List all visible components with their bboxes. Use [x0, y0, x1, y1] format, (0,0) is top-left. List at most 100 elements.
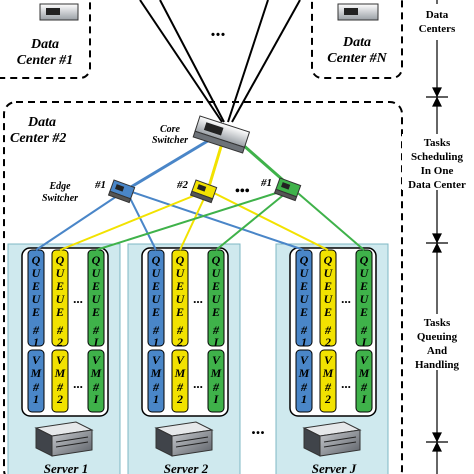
queue-letter: U — [300, 266, 310, 280]
core-switch[interactable] — [192, 115, 251, 154]
queue-letter: E — [299, 279, 308, 293]
side-label-bottom-4: Handling — [415, 359, 460, 371]
queue-letter: U — [176, 266, 186, 280]
data-center-1-box: Data Center #1 — [0, 0, 91, 79]
server-name: Server 1 — [44, 461, 88, 474]
edge-switch[interactable]: #2 — [176, 179, 218, 204]
queue-letter: Q — [300, 253, 309, 267]
vm-letter: V — [32, 353, 41, 367]
side-label-top-1: Data — [426, 9, 449, 21]
queue-index: # — [212, 323, 220, 337]
core-switch-label-line2: Switcher — [152, 135, 188, 146]
server-name: Server J — [312, 461, 357, 474]
vm-letter: M — [210, 366, 222, 380]
vm-index: # — [92, 380, 100, 394]
queue-letter: Q — [32, 253, 41, 267]
side-label-bottom-3: And — [427, 345, 447, 357]
vm-letter: M — [30, 366, 42, 380]
right-side-labels: Data Centers Tasks Scheduling In One Dat… — [402, 4, 472, 371]
queue-index: 1 — [33, 335, 39, 349]
edge-switch[interactable]: #1 — [260, 177, 302, 202]
vm-letter: V — [56, 353, 65, 367]
queue-index: 1 — [301, 335, 307, 349]
vm-letter: V — [152, 353, 161, 367]
switch-icon — [337, 3, 379, 21]
vm-letter: M — [298, 366, 310, 380]
queue-letter: Q — [56, 253, 65, 267]
data-center-1-label-line2: Center #1 — [17, 53, 73, 68]
queue-letter: E — [151, 279, 160, 293]
vm-index: # — [56, 380, 64, 394]
edge-queue-link — [207, 189, 329, 251]
vm-index: # — [32, 380, 40, 394]
edge-switch[interactable]: #1 — [94, 179, 136, 204]
queue-index: # — [92, 323, 100, 337]
queue-letter: E — [55, 279, 64, 293]
server-panel: QUEUE#1VM#1QUEUE#2VM#2QUEUE#IVM#I......S… — [7, 243, 121, 474]
queue-index: # — [360, 323, 368, 337]
edge-switch-tag: #1 — [260, 177, 272, 189]
queue-letter: E — [91, 305, 100, 319]
side-label-bottom-2: Queuing — [417, 331, 458, 343]
queue-letter: E — [323, 305, 332, 319]
server-icon[interactable] — [154, 421, 214, 457]
queue-letter: E — [323, 279, 332, 293]
core-switch-label-line1: Core — [160, 124, 181, 135]
data-center-2-label-line1: Data — [27, 115, 56, 130]
edge-queue-link — [291, 187, 365, 251]
side-label-mid-2: Scheduling — [411, 151, 463, 163]
queue-letter: U — [56, 292, 66, 306]
queue-letter: Q — [324, 253, 333, 267]
server-icon[interactable] — [302, 421, 362, 457]
vm-letter: V — [92, 353, 101, 367]
queue-letter: U — [212, 266, 222, 280]
vm-index: 2 — [56, 392, 63, 406]
queue-letter: Q — [212, 253, 221, 267]
side-label-mid-4: Data Center — [408, 179, 466, 191]
data-centers-ellipsis: ... — [211, 19, 226, 41]
vm-index: I — [361, 392, 368, 406]
queue-letter: E — [55, 305, 64, 319]
data-center-2-label-line2: Center #2 — [10, 131, 66, 146]
vm-ellipsis: ... — [193, 376, 203, 391]
queue-letter: U — [56, 266, 66, 280]
queue-letter: E — [175, 305, 184, 319]
vm-letter: V — [300, 353, 309, 367]
vm-letter: M — [90, 366, 102, 380]
vm-letter: V — [324, 353, 333, 367]
queue-letter: U — [152, 266, 162, 280]
queue-letter: E — [211, 279, 220, 293]
queue-letter: U — [324, 266, 334, 280]
vm-ellipsis: ... — [73, 376, 83, 391]
queue-index: I — [213, 335, 220, 349]
queue-index: 1 — [153, 335, 159, 349]
queue-index: I — [93, 335, 100, 349]
queue-index: # — [300, 323, 308, 337]
queue-letter: E — [31, 279, 40, 293]
queue-letter: E — [91, 279, 100, 293]
vm-index: # — [212, 380, 220, 394]
queue-index: 2 — [324, 335, 331, 349]
queue-index: # — [324, 323, 332, 337]
side-label-mid-1: Tasks — [424, 137, 451, 149]
switch-icon — [39, 3, 79, 21]
queue-letter: E — [31, 305, 40, 319]
side-label-mid-3: In One — [421, 165, 454, 177]
data-center-n-box: Data Center #N — [311, 0, 403, 79]
queue-letter: Q — [360, 253, 369, 267]
queue-letter: U — [32, 292, 42, 306]
queue-letter: U — [92, 292, 102, 306]
vm-index: # — [324, 380, 332, 394]
queue-letter: U — [360, 292, 370, 306]
server-ellipsis: ... — [251, 418, 265, 438]
vm-index: 1 — [301, 392, 307, 406]
data-center-1-label-line1: Data — [30, 37, 59, 52]
right-ruler — [426, 0, 448, 474]
edge-switch-label-line1: Edge — [48, 181, 71, 192]
server-icon[interactable] — [34, 421, 94, 457]
queue-letter: E — [299, 305, 308, 319]
